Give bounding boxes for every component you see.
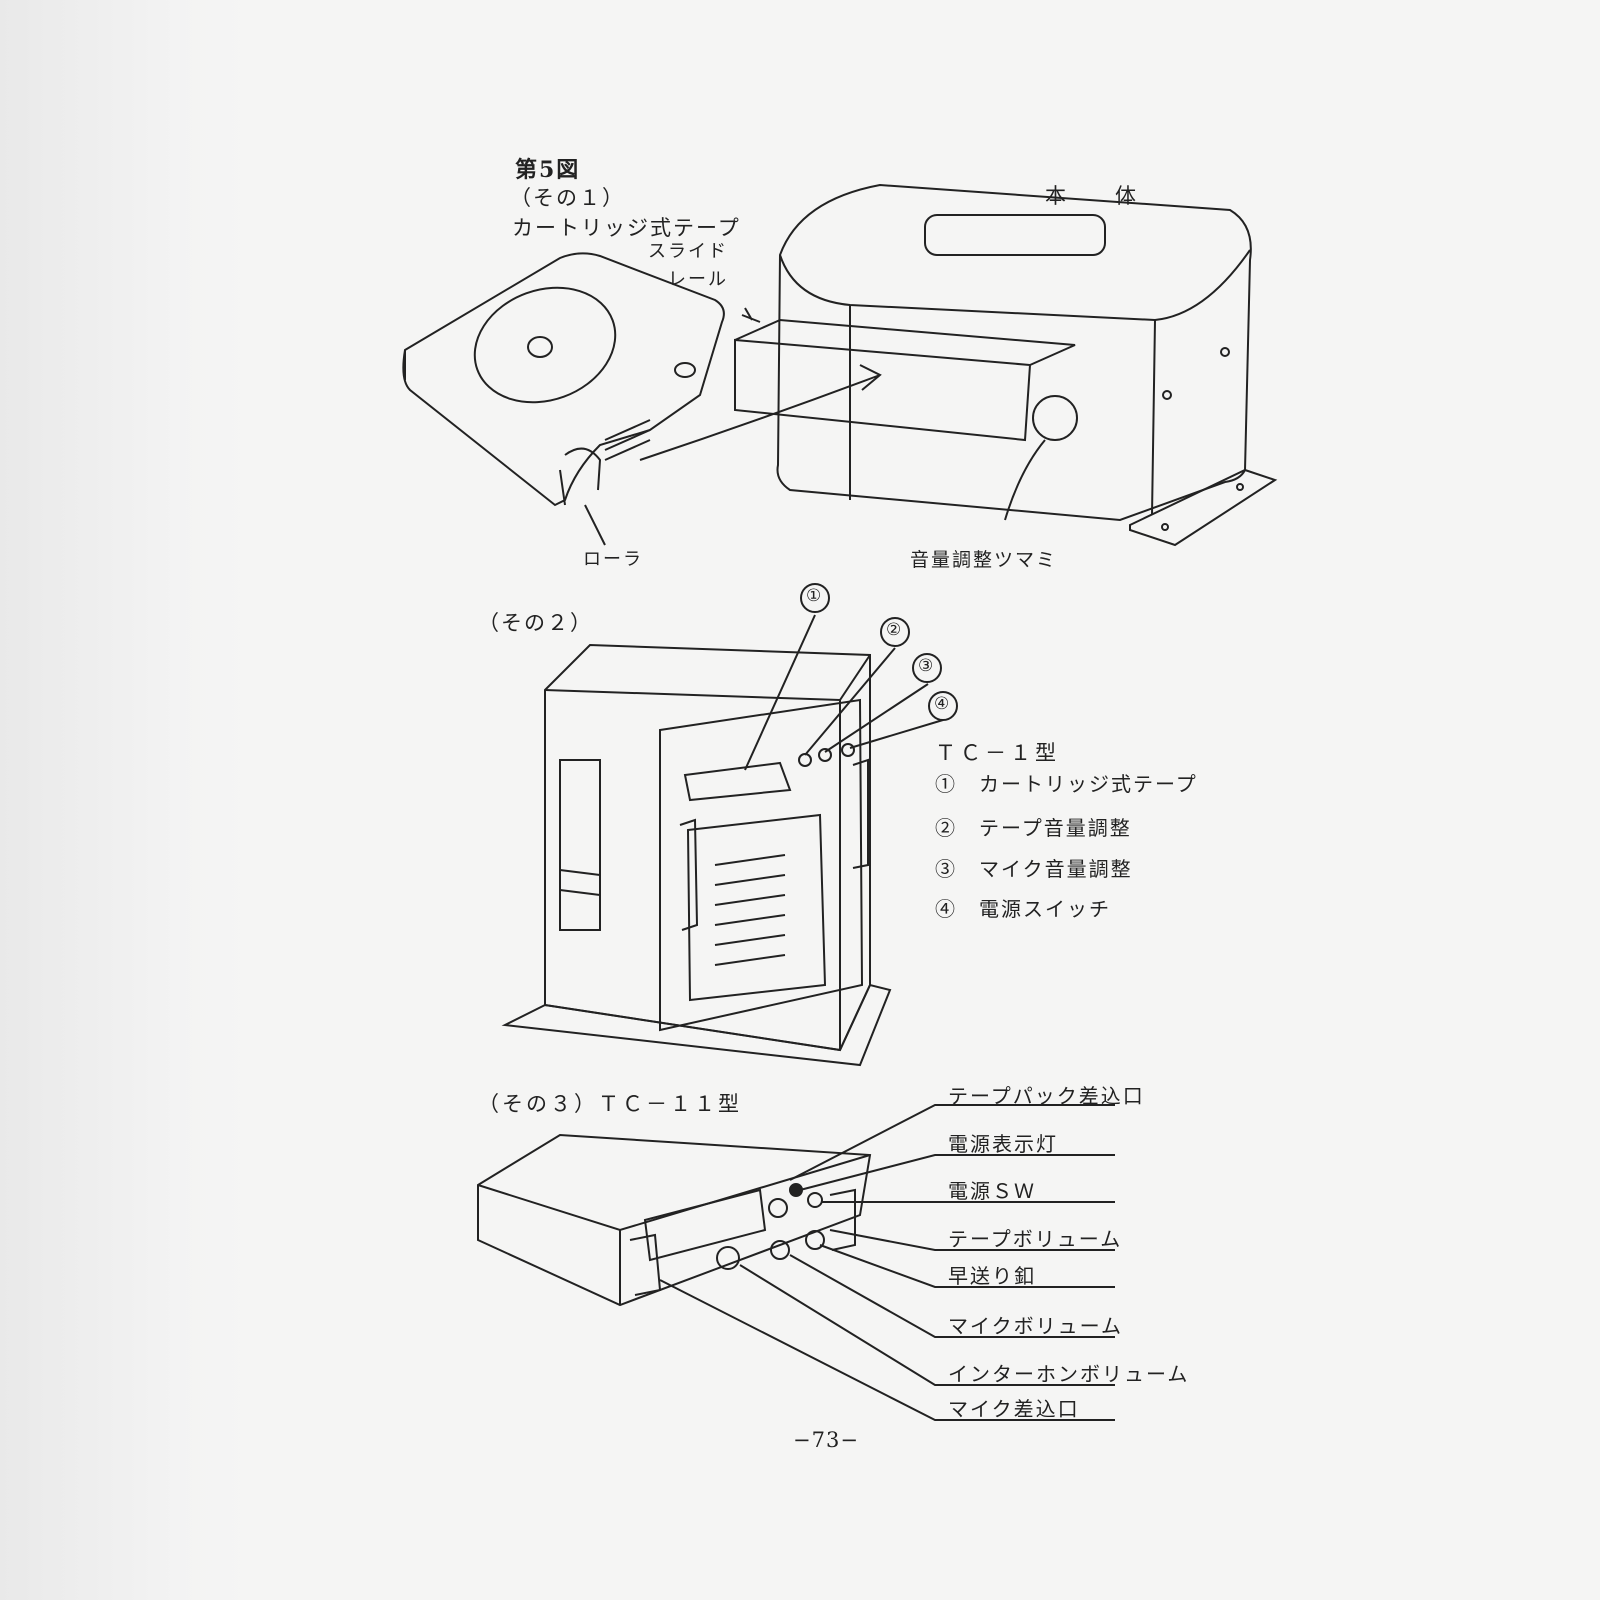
label-tape-pack-slot: テープパック差込口 xyxy=(948,1084,1145,1108)
roller-label: ローラ xyxy=(583,549,643,570)
label-power-switch: 電源ＳＷ xyxy=(948,1179,1036,1203)
tc1-model: ＴＣ－１型 xyxy=(935,741,1060,765)
part3-label: （その３）ＴＣ－１１型 xyxy=(478,1092,742,1116)
legend-item: ④ 電源スイッチ xyxy=(935,893,1111,922)
rail-label: レール xyxy=(668,269,728,290)
legend-num: ④ xyxy=(935,897,957,921)
callout-2: ② xyxy=(886,620,904,640)
label-power-indicator: 電源表示灯 xyxy=(948,1132,1058,1156)
tc1-cabinet-drawing xyxy=(501,583,958,1067)
label-mic-jack: マイク差込口 xyxy=(948,1397,1080,1421)
legend-text: カートリッジ式テープ xyxy=(979,772,1198,796)
cartridge-label: カートリッジ式テープ xyxy=(512,216,741,240)
legend-num: ② xyxy=(935,816,957,840)
legend-item: ① カートリッジ式テープ xyxy=(935,768,1198,797)
legend-text: テープ音量調整 xyxy=(979,816,1132,840)
callout-3: ③ xyxy=(918,656,936,676)
slide-label: スライド xyxy=(648,241,728,262)
knob-label: 音量調整ツマミ xyxy=(910,549,1058,571)
callout-1: ① xyxy=(806,586,824,606)
legend-item: ③ マイク音量調整 xyxy=(935,853,1133,882)
callout-4: ④ xyxy=(934,694,952,714)
page-number: −73− xyxy=(793,1428,859,1452)
part1-label: （その１） xyxy=(510,186,625,210)
legend-num: ① xyxy=(935,772,957,796)
cartridge-drawing xyxy=(402,252,725,507)
label-intercom-volume: インターホンボリューム xyxy=(948,1362,1190,1386)
label-fast-forward: 早送り釦 xyxy=(948,1264,1036,1288)
part2-label: （その２） xyxy=(478,611,593,635)
main-body-drawing xyxy=(584,183,1278,547)
label-tape-volume: テープボリューム xyxy=(948,1227,1123,1251)
body-label: 本 体 xyxy=(1045,184,1150,208)
legend-text: マイク音量調整 xyxy=(979,857,1133,881)
label-mic-volume: マイクボリューム xyxy=(948,1314,1123,1338)
tc11-drawing xyxy=(477,1104,1115,1421)
legend-item: ② テープ音量調整 xyxy=(935,812,1132,841)
legend-num: ③ xyxy=(935,857,957,881)
page-binding-shadow xyxy=(0,0,250,1600)
figure-title: 第5図 xyxy=(515,157,581,183)
legend-text: 電源スイッチ xyxy=(979,897,1111,921)
